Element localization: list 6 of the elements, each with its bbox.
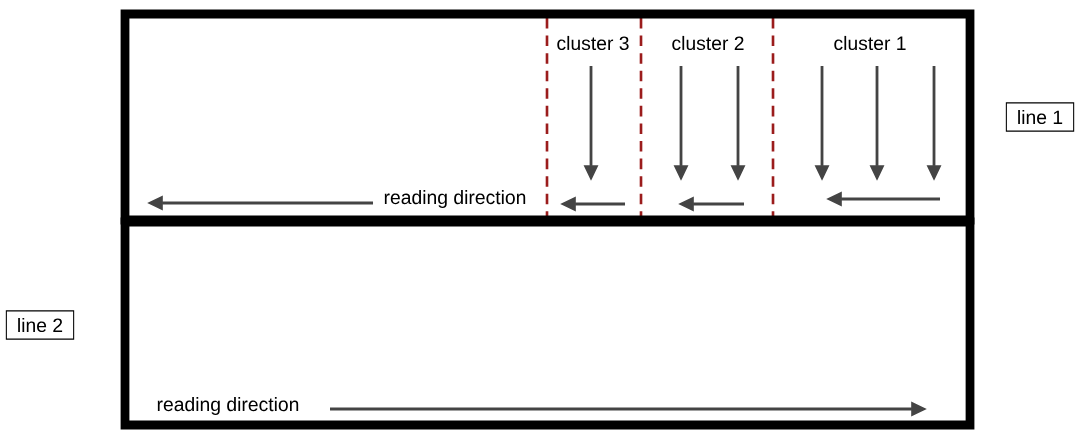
cluster-label: cluster 2 <box>672 35 744 51</box>
cluster-label: cluster 1 <box>834 35 906 51</box>
band: reading direction <box>120 217 975 430</box>
cluster-label: cluster 3 <box>557 35 629 51</box>
line-tag: line 2 <box>5 310 75 340</box>
line-tag: line 1 <box>1005 102 1075 132</box>
